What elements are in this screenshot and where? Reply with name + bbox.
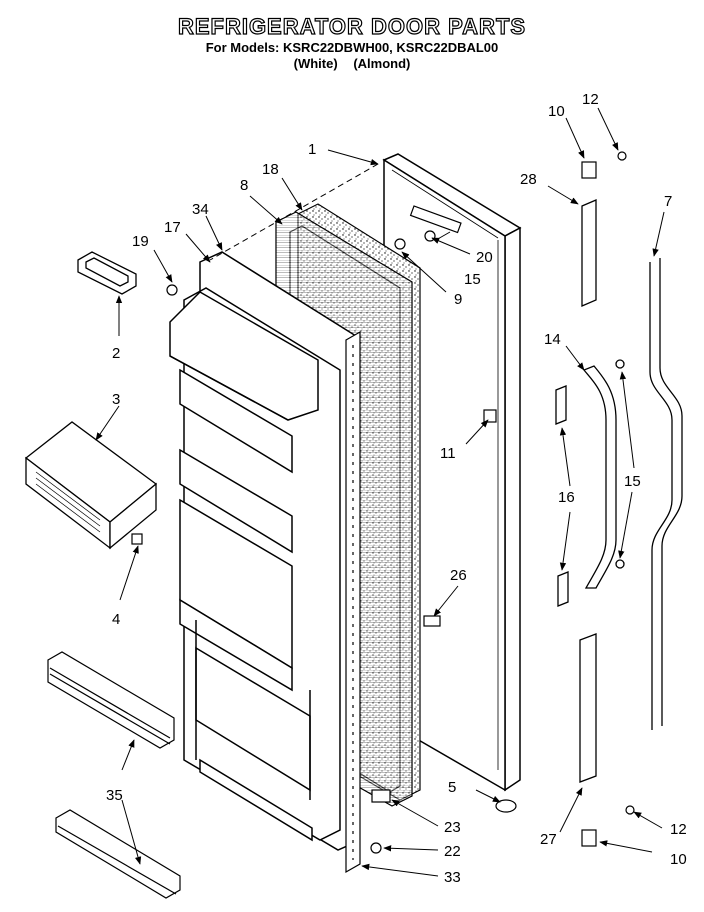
part-35-shelf-rails (47, 651, 181, 899)
callout-12-top: 12 (582, 91, 599, 108)
callout-8: 8 (240, 177, 248, 194)
part-3-dispenser-housing (24, 421, 158, 550)
callout-17: 17 (164, 219, 181, 236)
color-variants: (White) (Almond) (0, 56, 704, 71)
part-7-trim-strip (649, 258, 683, 730)
callout-27: 27 (540, 831, 557, 848)
callout-35: 35 (106, 787, 123, 804)
door-side-trim (345, 330, 361, 874)
callout-26: 26 (450, 567, 467, 584)
callout-9: 9 (454, 291, 462, 308)
callout-11: 11 (440, 445, 456, 462)
screws-and-small-parts (166, 151, 635, 854)
callout-12-bottom: 12 (670, 821, 687, 838)
callout-2: 2 (112, 345, 120, 362)
callout-23: 23 (444, 819, 461, 836)
callout-15-upper: 15 (464, 271, 481, 288)
callout-16: 16 (558, 489, 575, 506)
variant-almond: (Almond) (353, 56, 411, 71)
callout-14: 14 (544, 331, 561, 348)
callout-labels: 1 2 3 4 5 7 8 9 10 10 11 12 12 14 15 15 … (106, 91, 687, 886)
callout-20: 20 (476, 249, 493, 266)
diagram-title: REFRIGERATOR DOOR PARTS (177, 13, 527, 39)
callout-7: 7 (664, 193, 672, 210)
callout-5: 5 (448, 779, 456, 796)
leader-lines (95, 107, 665, 877)
callout-15-lower: 15 (624, 473, 641, 490)
variant-white: (White) (293, 56, 338, 71)
callout-4: 4 (112, 611, 120, 628)
callout-34: 34 (192, 201, 209, 218)
door-inner-liner (169, 251, 357, 851)
callout-22: 22 (444, 843, 461, 860)
model-numbers: For Models: KSRC22DBWH00, KSRC22DBAL00 (205, 40, 499, 55)
part-2-cover (77, 251, 137, 295)
callout-28: 28 (520, 171, 537, 188)
callout-1: 1 (308, 141, 316, 158)
callout-3: 3 (112, 391, 120, 408)
callout-10-top: 10 (548, 103, 565, 120)
part-4-clip (131, 533, 143, 545)
callout-19: 19 (132, 233, 149, 250)
callout-18: 18 (262, 161, 279, 178)
callout-10-bottom: 10 (670, 851, 687, 868)
callout-33: 33 (444, 869, 461, 886)
door-handle-assembly (555, 199, 625, 783)
